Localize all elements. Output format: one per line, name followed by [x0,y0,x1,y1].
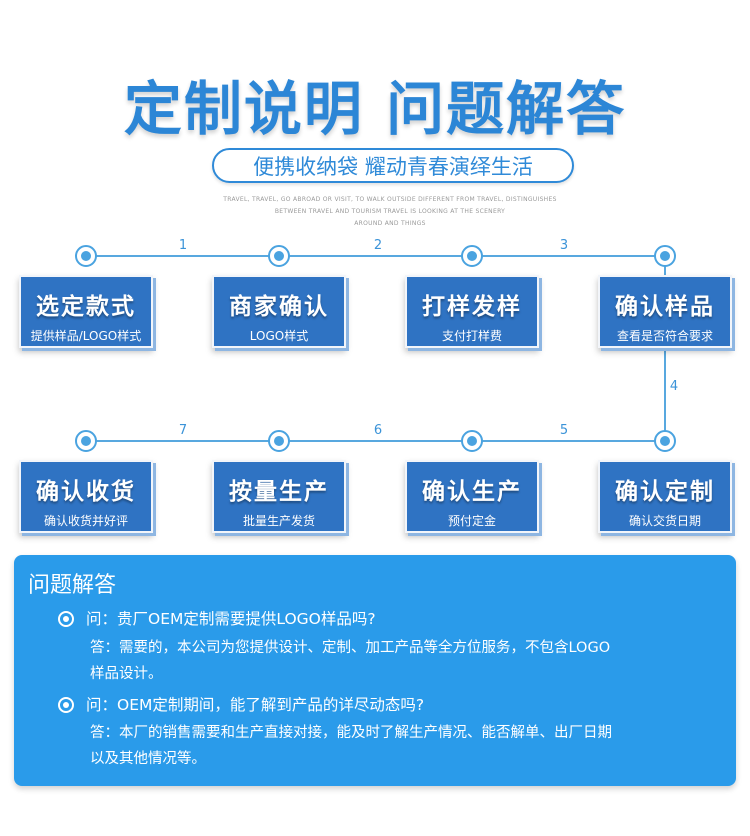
faq-answer-line: 以及其他情况等。 [90,751,206,767]
english-tagline-line-2: BETWEEN TRAVEL AND TOURISM TRAVEL IS LOO… [274,208,506,215]
step-subtitle: 支付打样费 [441,329,502,343]
step-number-1: 1 [178,238,188,253]
faq-answer-line: 答：需要的，本公司为您提供设计、定制、加工产品等全方位服务，不包含LOGO [90,640,611,656]
faq-answer-line: 样品设计。 [90,666,163,682]
flow-dot [268,245,290,267]
faq-answer-line: 答：本厂的销售需要和生产直接对接，能及时了解生产情况、能否解单、出厂日期 [90,725,612,741]
step-card-merchant-confirm: 商家确认 LOGO样式 [212,275,346,348]
step-card-sample-making: 打样发样 支付打样费 [405,275,539,348]
faq-title: 问题解答 [28,573,117,598]
step-card-confirm-sample: 确认样品 查看是否符合要求 [598,275,732,348]
faq-answer-1: 答：需要的，本公司为您提供设计、定制、加工产品等全方位服务，不包含LOGO 样品… [90,635,690,687]
step-number-7: 7 [178,423,188,438]
step-subtitle: 确认收货并好评 [43,514,128,528]
step-card-confirm-customization: 确认定制 确认交货日期 [598,460,732,533]
step-title: 选定款式 [36,294,136,320]
step-subtitle: 预付定金 [447,514,496,528]
step-title: 按量生产 [229,479,329,505]
radio-bullet-icon [58,611,74,627]
faq-question-2: 问：OEM定制期间，能了解到产品的详尽动态吗? [86,696,425,714]
flow-line-right-vertical [664,256,666,441]
step-subtitle: 查看是否符合要求 [616,329,713,343]
flow-dot [75,430,97,452]
step-title: 确认样品 [615,294,715,320]
step-number-5: 5 [559,423,569,438]
flow-dot [654,430,676,452]
step-number-4: 4 [669,379,679,394]
step-card-confirm-production: 确认生产 预付定金 [405,460,539,533]
flow-dot [461,245,483,267]
step-subtitle: LOGO样式 [249,329,309,343]
step-number-3: 3 [559,238,569,253]
step-title: 确认生产 [422,479,522,505]
flow-dot [75,245,97,267]
step-card-confirm-receipt: 确认收货 确认收货并好评 [19,460,153,533]
step-title: 商家确认 [229,294,329,320]
faq-answer-2: 答：本厂的销售需要和生产直接对接，能及时了解生产情况、能否解单、出厂日期 以及其… [90,720,690,772]
step-title: 打样发样 [422,294,522,320]
step-subtitle: 批量生产发货 [242,514,315,528]
step-card-mass-production: 按量生产 批量生产发货 [212,460,346,533]
flow-dot [268,430,290,452]
step-title: 确认定制 [615,479,715,505]
page-title: 定制说明 问题解答 [123,75,627,143]
step-title: 确认收货 [36,479,136,505]
subtitle-pill: 便携收纳袋 耀动青春演绎生活 [212,148,574,183]
step-card-select-style: 选定款式 提供样品/LOGO样式 [19,275,153,348]
flow-dot [654,245,676,267]
faq-panel: 问题解答 问：贵厂OEM定制需要提供LOGO样品吗? 答：需要的，本公司为您提供… [14,555,736,786]
english-tagline-line-1: TRAVEL, TRAVEL, GO ABROAD OR VISIT, TO W… [223,196,557,203]
step-subtitle: 确认交货日期 [628,514,701,528]
step-number-6: 6 [373,423,383,438]
faq-question-1: 问：贵厂OEM定制需要提供LOGO样品吗? [86,610,376,628]
flow-dot [461,430,483,452]
flow-line-top [86,255,665,257]
radio-bullet-icon [58,697,74,713]
english-tagline-line-3: AROUND AND THINGS [354,220,426,227]
step-number-2: 2 [373,238,383,253]
flow-line-bottom [86,440,665,442]
step-subtitle: 提供样品/LOGO样式 [30,329,142,343]
